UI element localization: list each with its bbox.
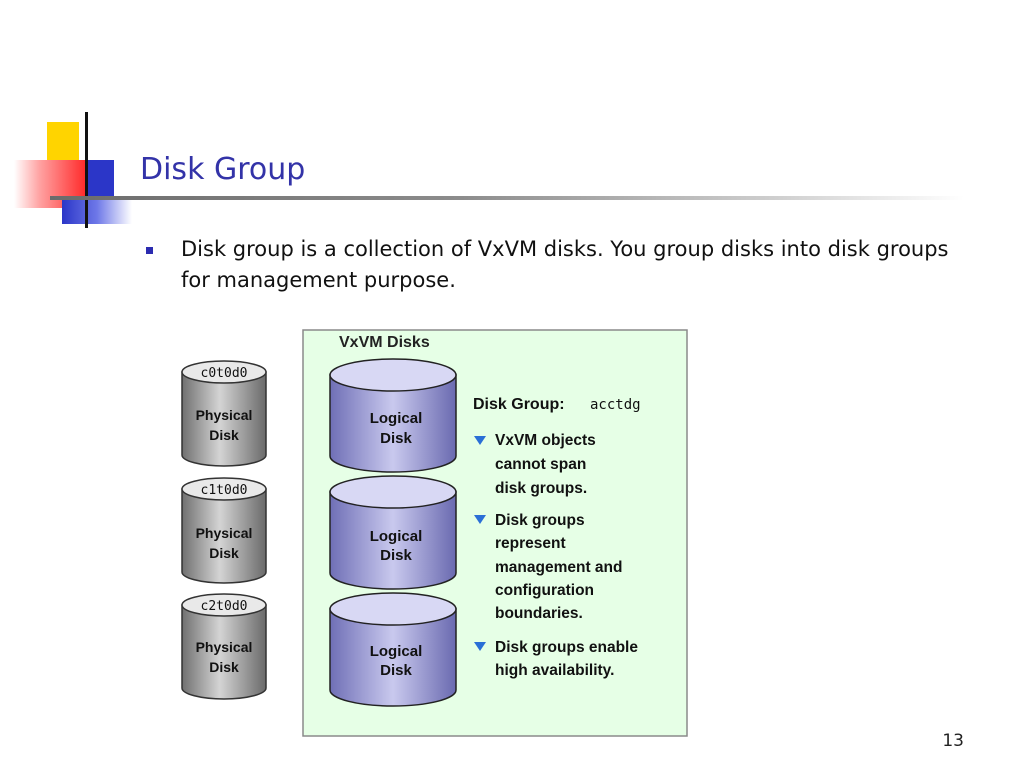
logical-disk-2: Logical Disk <box>329 475 457 590</box>
bullet-marker <box>146 247 153 254</box>
disk-type-line1: Physical <box>196 525 253 541</box>
disk-type-line2: Disk <box>209 427 239 443</box>
disk-group-label: Disk Group: <box>473 396 565 413</box>
disk-type-line1: Physical <box>196 639 253 655</box>
blue-gradient-bar <box>62 200 132 224</box>
point-line: management and <box>495 559 622 576</box>
point-line: Disk groups enable <box>495 639 638 656</box>
point-line: VxVM objects <box>495 432 596 449</box>
point-line: disk groups. <box>495 480 587 497</box>
logical-disk-3: Logical Disk <box>329 592 457 707</box>
slide-title: Disk Group <box>140 152 306 187</box>
logical-line1: Logical <box>370 410 423 427</box>
physical-disk-1: c0t0d0 Physical Disk <box>181 360 267 467</box>
disk-type-line2: Disk <box>209 545 239 561</box>
triangle-bullet-icon <box>474 436 486 445</box>
panel-title: VxVM Disks <box>339 334 430 351</box>
blue-square <box>86 160 114 200</box>
yellow-square <box>47 122 79 160</box>
vertical-line <box>85 112 88 228</box>
logical-line2: Disk <box>380 430 412 447</box>
logical-line1: Logical <box>370 643 423 660</box>
disk-id-label: c1t0d0 <box>201 483 248 498</box>
point-line: boundaries. <box>495 605 583 622</box>
physical-disk-2: c1t0d0 Physical Disk <box>181 477 267 584</box>
point-line: Disk groups <box>495 512 585 529</box>
logical-disk-1: Logical Disk <box>329 358 457 473</box>
disk-group-name: acctdg <box>590 397 641 413</box>
disk-id-label: c0t0d0 <box>201 366 248 381</box>
point-2: Disk groups represent management and con… <box>474 512 622 622</box>
point-line: high availability. <box>495 662 614 679</box>
logical-line2: Disk <box>380 662 412 679</box>
disk-type-line2: Disk <box>209 659 239 675</box>
point-line: configuration <box>495 582 594 599</box>
point-3: Disk groups enable high availability. <box>474 639 638 679</box>
point-1: VxVM objects cannot span disk groups. <box>474 432 596 497</box>
logical-line1: Logical <box>370 528 423 545</box>
title-rule <box>50 196 964 200</box>
point-line: represent <box>495 535 566 552</box>
disk-type-line1: Physical <box>196 407 253 423</box>
physical-disk-3: c2t0d0 Physical Disk <box>181 593 267 700</box>
logical-line2: Disk <box>380 547 412 564</box>
disk-id-label: c2t0d0 <box>201 599 248 614</box>
corner-decoration <box>0 0 140 230</box>
bullet-text: Disk group is a collection of VxVM disks… <box>181 237 949 292</box>
triangle-bullet-icon <box>474 515 486 524</box>
page-number: 13 <box>942 731 964 751</box>
triangle-bullet-icon <box>474 642 486 651</box>
point-line: cannot span <box>495 456 586 473</box>
